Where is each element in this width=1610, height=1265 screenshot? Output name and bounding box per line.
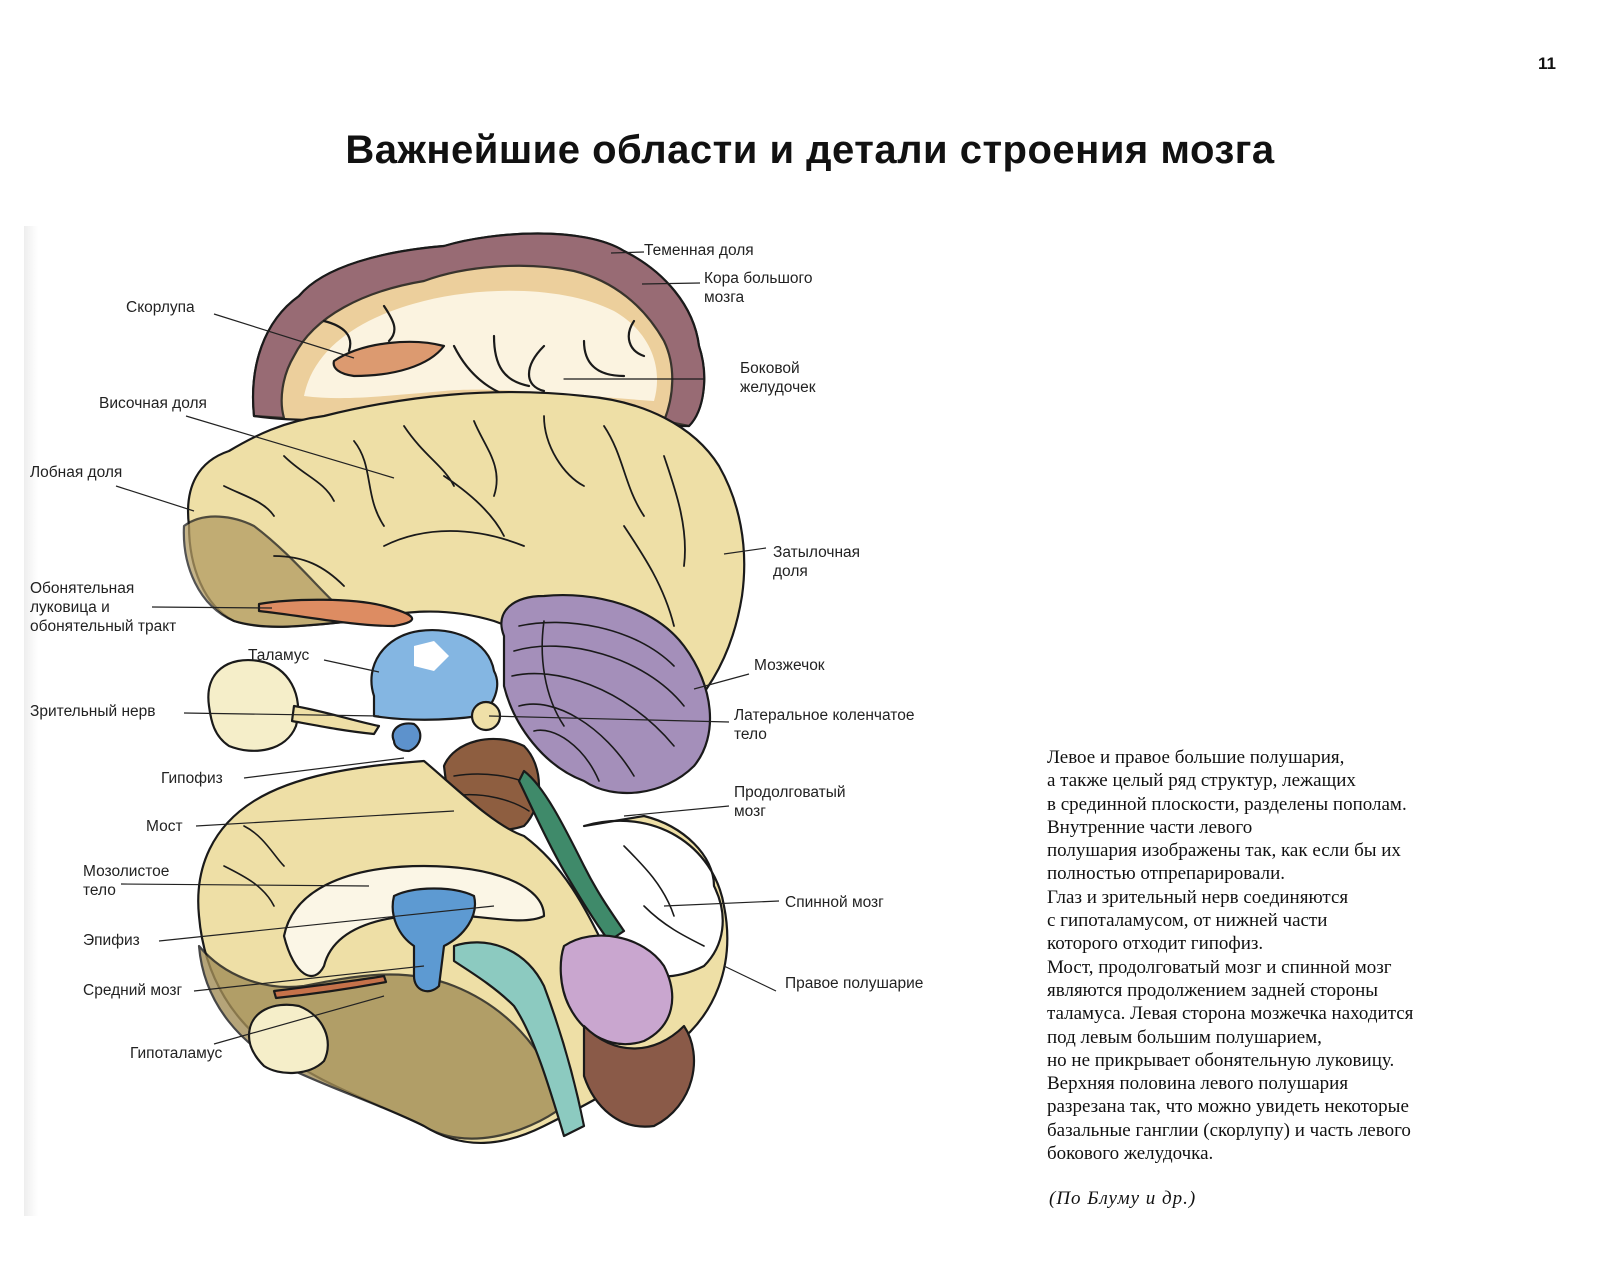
label-pituitary: Гипофиз bbox=[161, 770, 223, 787]
label-medulla-line2: мозг bbox=[734, 803, 766, 820]
label-hypothalamus: Гипоталамус bbox=[130, 1045, 223, 1062]
label-pons: Мост bbox=[146, 818, 183, 835]
caption-line: с гипоталамусом, от нижней части bbox=[1047, 910, 1328, 932]
label-olfactory-line1: Обонятельная bbox=[30, 580, 135, 597]
caption-line: под левым большим полушарием, bbox=[1047, 1026, 1322, 1048]
label-frontal-lobe: Лобная доля bbox=[30, 464, 123, 481]
thalamus bbox=[370, 629, 499, 721]
caption-line: Глаз и зрительный нерв соединяются bbox=[1047, 886, 1349, 908]
left-cerebellum bbox=[500, 594, 712, 795]
label-lateral-ventricle: Боковой желудочек bbox=[740, 359, 816, 397]
figure-source-credit: (По Блуму и др.) bbox=[1049, 1188, 1197, 1209]
caption-line: которого отходит гипофиз. bbox=[1047, 933, 1264, 955]
caption-line: полностью отпрепарировали. bbox=[1047, 863, 1286, 885]
pituitary bbox=[391, 722, 422, 753]
label-lateral-geniculate-line1: Латеральное коленчатое bbox=[734, 707, 915, 724]
label-pineal: Эпифиз bbox=[83, 932, 140, 949]
caption-line: но не прикрывает обонятельную луковицу. bbox=[1047, 1049, 1395, 1071]
label-lateral-ventricle-line2: желудочек bbox=[740, 379, 816, 396]
label-olfactory-line2: луковица и bbox=[30, 599, 110, 616]
caption-line: разрезана так, что можно увидеть некотор… bbox=[1047, 1096, 1409, 1118]
label-midbrain: Средний мозг bbox=[83, 982, 183, 999]
label-spinal-cord: Спинной мозг bbox=[785, 894, 884, 911]
putamen-shape bbox=[332, 340, 446, 378]
label-occipital-lobe-line1: Затылочная bbox=[773, 544, 861, 561]
label-lateral-geniculate-line2: тело bbox=[734, 726, 767, 743]
label-occipital-lobe-line2: доля bbox=[773, 563, 808, 580]
caption-line: являются продолжением задней стороны bbox=[1047, 979, 1378, 1001]
olfactory-tract bbox=[257, 598, 414, 628]
figure-caption: Левое и правое большие полушария, а такж… bbox=[1047, 746, 1517, 1165]
label-putamen: Скорлупа bbox=[126, 299, 195, 316]
upper-cortex-rim bbox=[252, 232, 706, 428]
caption-line: а также целый ряд структур, лежащих bbox=[1047, 770, 1356, 792]
caption-line: полушария изображены так, как если бы их bbox=[1047, 840, 1401, 862]
label-cerebral-cortex-line1: Кора большого bbox=[704, 270, 813, 287]
right-cerebellum-outer bbox=[582, 1024, 696, 1128]
label-thalamus: Таламус bbox=[248, 647, 310, 664]
label-olfactory-bulb: Обонятельная луковица и обонятельный тра… bbox=[30, 579, 176, 636]
corpus-callosum bbox=[282, 864, 546, 977]
eye-globe bbox=[207, 659, 300, 752]
label-medulla: Продолговатый мозг bbox=[734, 783, 846, 821]
label-lateral-geniculate: Латеральное коленчатое тело bbox=[734, 706, 914, 744]
caption-line: бокового желудочка. bbox=[1047, 1143, 1214, 1165]
caption-line: Мост, продолговатый мозг и спинной мозг bbox=[1047, 956, 1392, 978]
caption-line: Левое и правое большие полушария, bbox=[1047, 747, 1345, 768]
brainstem-medial bbox=[452, 941, 586, 1138]
label-cerebral-cortex-line2: мозга bbox=[704, 289, 745, 306]
caption-line: базальные ганглии (скорлупу) и часть лев… bbox=[1047, 1119, 1411, 1141]
right-eye-globe bbox=[247, 1003, 329, 1075]
caption-line: в срединной плоскости, разделены пополам… bbox=[1047, 793, 1407, 815]
label-corpus-callosum-line1: Мозолистое bbox=[83, 863, 170, 880]
label-corpus-callosum: Мозолистое тело bbox=[83, 862, 169, 900]
label-cerebellum: Мозжечок bbox=[754, 657, 825, 674]
label-medulla-line1: Продолговатый bbox=[734, 784, 846, 801]
label-temporal-lobe: Височная доля bbox=[99, 395, 207, 412]
right-cerebellum-arbor bbox=[559, 934, 674, 1046]
label-lateral-ventricle-line1: Боковой bbox=[740, 360, 800, 377]
label-optic-nerve: Зрительный нерв bbox=[30, 703, 156, 720]
scan-edge-shadow bbox=[24, 226, 38, 1216]
label-cerebral-cortex: Кора большого мозга bbox=[704, 269, 812, 307]
optic-nerve bbox=[290, 704, 381, 736]
caption-line: таламуса. Левая сторона мозжечка находит… bbox=[1047, 1003, 1414, 1025]
caption-line: Верхняя половина левого полушария bbox=[1047, 1073, 1349, 1095]
label-occipital-lobe: Затылочная доля bbox=[773, 543, 860, 581]
midbrain-stripe bbox=[272, 974, 388, 1000]
label-parietal-lobe: Теменная доля bbox=[644, 242, 754, 259]
label-right-hemisphere: Правое полушарие bbox=[785, 975, 924, 992]
caption-line: Внутренние части левого bbox=[1047, 816, 1253, 838]
brain-anatomy-figure: Теменная доля Кора большого мозга Скорлу… bbox=[24, 226, 984, 1216]
label-olfactory-line3: обонятельный тракт bbox=[30, 618, 177, 635]
page-number: 11 bbox=[1538, 54, 1556, 73]
brain-illustration bbox=[115, 232, 780, 1144]
page-title: Важнейшие области и детали строения мозг… bbox=[345, 128, 1275, 172]
leader-lines bbox=[115, 251, 780, 1045]
label-corpus-callosum-line2: тело bbox=[83, 882, 116, 899]
